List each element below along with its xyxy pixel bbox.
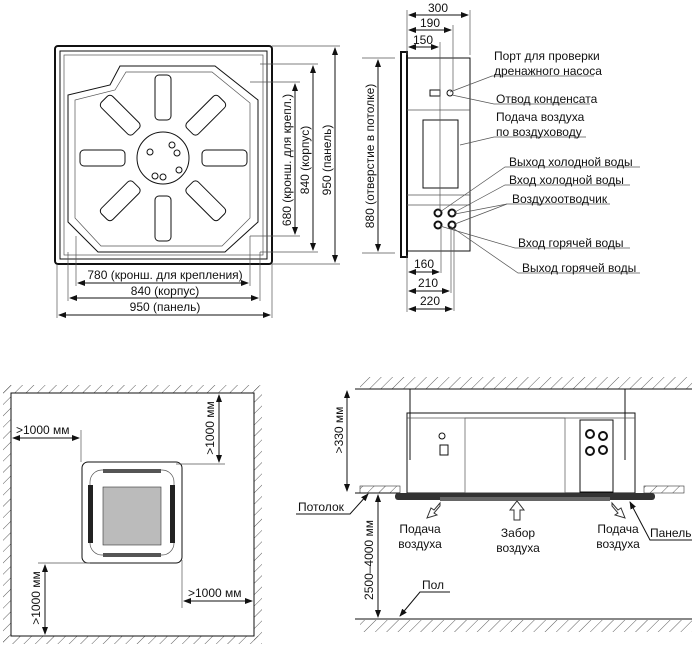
label-duct-supply-2: по воздуховоду [496, 125, 582, 139]
label-duct-supply-1: Подача воздуха [496, 110, 585, 124]
side-view: 300 190 150 160 210 220 Порт для проверк… [400, 1, 640, 312]
top-view: 680 (кронш. для крепл.) 840 (корпус) 950… [54, 45, 395, 318]
label-chilled-water-out: Выход холодной воды [509, 155, 633, 169]
dim-210-label: 210 [418, 276, 438, 290]
label-hot-water-out: Выход горячей воды [522, 261, 636, 275]
min-top-clearance-label: >330 мм [332, 407, 346, 454]
unit-body [67, 65, 259, 253]
label-air-vent: Воздухоотводчик [512, 192, 608, 206]
intake-air-arrow-icon [508, 500, 526, 521]
intake-label-2: воздуха [496, 541, 540, 555]
installation-elevation: >330 мм 2500–4000 мм Потолок Панель Пол … [296, 377, 692, 632]
label-hot-water-in: Вход горячей воды [518, 236, 624, 250]
dim-680-label: 680 (кронш. для крепл.) [280, 94, 294, 226]
dim-190-label: 190 [420, 16, 440, 30]
supply-left-label-2: воздуха [398, 537, 442, 551]
label-drain-pump-port-1: Порт для проверки [494, 49, 600, 63]
dim-150-label: 150 [413, 33, 433, 47]
label-drain-pump-port-2: дренажного насоса [494, 64, 602, 78]
supply-air-left-arrow-icon [426, 501, 441, 519]
duct-outlet [422, 119, 459, 189]
dim-780-label: 780 (кронш. для крепления) [87, 268, 242, 282]
clearance-bottom-label: >1000 мм [29, 571, 43, 625]
clearance-right-label: >1000 мм [188, 586, 242, 600]
clearance-plan: >1000 мм >1000 мм >1000 мм >1000 мм [3, 385, 262, 644]
dim-950-vertical-label: 950 (панель) [320, 125, 334, 196]
supply-air-right-arrow-icon [611, 501, 626, 519]
dim-220-label: 220 [420, 294, 440, 308]
panel-outline [54, 45, 273, 265]
supply-right-label-1: Подача [597, 522, 639, 536]
fan-hub [136, 131, 190, 185]
install-height-label: 2500–4000 мм [362, 520, 376, 600]
ceiling-label: Потолок [298, 500, 345, 514]
floor-label: Пол [422, 578, 444, 592]
dim-840-vertical-label: 840 (корпус) [298, 126, 312, 194]
cassette-top-view [81, 461, 183, 564]
dim-840-horizontal-label: 840 (корпус) [131, 284, 199, 298]
dim-160-label: 160 [414, 257, 434, 271]
label-condensate-drain: Отвод конденсата [496, 92, 598, 106]
clearance-top-label: >1000 мм [203, 401, 217, 455]
supply-right-label-2: воздуха [596, 537, 640, 551]
intake-label-1: Забор [501, 526, 535, 540]
dim-950-horizontal-label: 950 (панель) [130, 300, 201, 314]
dim-880-label: 880 (отверстие в потолке) [363, 84, 377, 229]
dim-300-label: 300 [428, 1, 448, 15]
clearance-left-label: >1000 мм [16, 423, 70, 437]
fan-blades [79, 74, 248, 242]
label-chilled-water-in: Вход холодной воды [509, 173, 624, 187]
supply-left-label-1: Подача [399, 522, 441, 536]
panel-label: Панель [650, 526, 691, 540]
side-unit-body [406, 57, 471, 252]
